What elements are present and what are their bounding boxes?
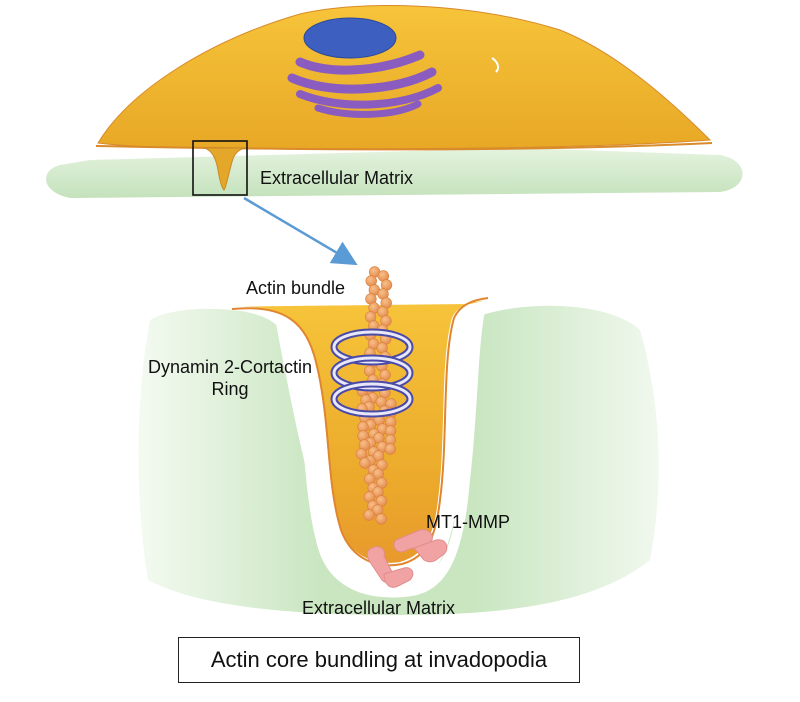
ecm-top-label: Extracellular Matrix [260, 168, 414, 188]
nucleus [303, 17, 397, 59]
mt1-mmp-label: MT1-MMP [426, 512, 510, 532]
degraded-gap [246, 306, 486, 598]
caption-box: Actin core bundling at invadopodia [178, 637, 580, 683]
cell-bottom-edge [95, 142, 713, 151]
actin-bead [363, 509, 375, 521]
zoom-arrow [243, 196, 358, 266]
actin-bead [384, 443, 396, 455]
golgi-apparatus [287, 50, 442, 118]
actin-bead [359, 457, 371, 469]
actin-bead [375, 513, 387, 525]
dynamin-ring-1 [330, 328, 414, 366]
dynamin-ring-2 [330, 354, 414, 392]
large-matrix-block [138, 305, 659, 615]
mt1-mmp-molecules [366, 529, 448, 588]
membrane-edge [231, 297, 489, 567]
cell-body [97, 5, 712, 150]
dynamin-cortactin-rings [330, 328, 414, 418]
cell-notch [491, 57, 500, 73]
dynamin-ring-label: Dynamin 2-Cortactin Ring [148, 357, 312, 400]
caption-text: Actin core bundling at invadopodia [210, 647, 548, 672]
dynamin-label-line1: Dynamin 2-Cortactin [148, 357, 313, 377]
dynamin-label-line2: Ring [211, 378, 249, 399]
zoom-box [192, 140, 248, 196]
ecm-bottom-label: Extracellular Matrix [302, 598, 456, 618]
actin-bundle-label: Actin bundle [246, 278, 346, 298]
dynamin-ring-3 [330, 380, 414, 418]
small-invadopodium [203, 147, 247, 191]
